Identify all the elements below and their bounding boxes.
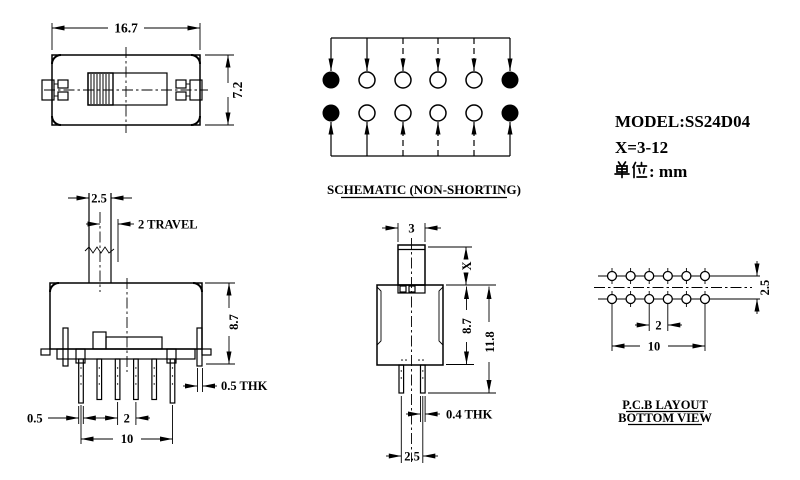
side-foot-left (40, 348, 51, 356)
pcb-caption-line1: P.C.B LAYOUT (622, 398, 708, 412)
slider-block (92, 331, 107, 350)
front-pins (78, 358, 176, 404)
dim-pcb-pitch: 2 (635, 319, 682, 333)
slider-window (105, 336, 163, 350)
travel-label: 2 TRAVEL (138, 218, 198, 232)
knob-hatch (87, 72, 114, 106)
mount-tab-right (166, 348, 177, 364)
dim-pin-span: 10 (80, 405, 173, 446)
dim-pin-pitch: 2 (103, 402, 150, 426)
front-height-label: 8.7 (227, 314, 241, 330)
unit-cjk-glyphs (614, 161, 648, 179)
top-arrows (328, 38, 513, 71)
mount-tab-left (75, 348, 86, 364)
schematic-view: SCHEMATIC (NON-SHORTING) (322, 37, 521, 199)
dim-front-height: 8.7 (205, 282, 241, 365)
bracket-right (196, 327, 203, 367)
dim-pin-thk: 0.4 THK (406, 396, 493, 422)
dim-16-7: 16.7 (51, 21, 201, 50)
break-symbol (84, 246, 115, 254)
dim-bracket-thk: 0.5 THK (183, 368, 268, 393)
top-view: 16.7 7.2 (41, 21, 245, 133)
pin-thk-label: 0.4 THK (446, 408, 493, 422)
pcb-span-label: 10 (648, 340, 661, 354)
side-pins (398, 364, 426, 394)
side-clip-right (438, 286, 444, 346)
side-clip-left (376, 286, 382, 346)
front-corner-arcs (49, 282, 203, 293)
terminal-circles-bottom-row (322, 104, 519, 122)
unit-suffix-label: : mm (649, 162, 687, 181)
side-knob-width-label: 3 (408, 222, 414, 236)
dim-knob-width: 2.5 (68, 192, 132, 206)
front-view: 2.5 2 TRAVEL (27, 192, 268, 447)
side-body (376, 284, 444, 366)
pcb-layout: 2.5 2 10 P.C.B LAYOUT BOTTOM VIEW (594, 261, 772, 426)
side-view: 3 X (376, 222, 497, 464)
bracket-thk-label: 0.5 THK (221, 379, 268, 393)
base-strip (56, 348, 196, 360)
dim-7-2: 7.2 (205, 54, 245, 126)
pin-span-label: 10 (121, 432, 134, 446)
terminal-circles-top-row (322, 71, 519, 89)
dim-side-body-height: 8.7 (446, 286, 474, 365)
dim-row-pitch: 2.5 (386, 396, 438, 464)
side-foot-right (201, 348, 212, 356)
x-range-label: X=3-12 (615, 138, 668, 157)
total-height-label: 11.8 (483, 331, 497, 352)
side-body-height-label: 8.7 (460, 318, 474, 334)
dim-knob-height: X (428, 246, 496, 286)
body-bottom-dots (401, 359, 424, 361)
info-block: MODEL:SS24D04 X=3-12 : mm (614, 112, 751, 181)
dim-travel: 2 TRAVEL (86, 218, 198, 262)
pin-pitch-label: 2 (124, 412, 130, 426)
bottom-arrows (328, 122, 513, 156)
dim-pcb-row-pitch: 2.5 (754, 261, 772, 314)
corner-arcs (51, 54, 201, 126)
dim-pcb-span: 10 (612, 340, 705, 354)
dim-pin-width: 0.5 (27, 406, 105, 426)
front-body (49, 282, 203, 350)
top-height-label: 7.2 (230, 81, 245, 98)
model-label: MODEL:SS24D04 (615, 112, 751, 131)
pcb-row-pitch-label: 2.5 (758, 280, 772, 296)
top-width-label: 16.7 (114, 21, 138, 36)
schematic-caption: SCHEMATIC (NON-SHORTING) (327, 182, 521, 197)
knob-height-label: X (460, 261, 474, 270)
pcb-caption-line2: BOTTOM VIEW (618, 411, 712, 425)
side-row-pitch-label: 2.5 (404, 450, 420, 464)
dim-total-height: 11.8 (428, 286, 497, 394)
bracket-left (62, 327, 69, 367)
dim-side-knob-width: 3 (382, 222, 441, 242)
knob-stem (84, 193, 115, 292)
knob-width-label: 2.5 (91, 192, 107, 206)
pcb-pitch-label: 2 (655, 319, 661, 333)
pcb-holes (606, 268, 711, 351)
pin-width-label: 0.5 (27, 412, 43, 426)
